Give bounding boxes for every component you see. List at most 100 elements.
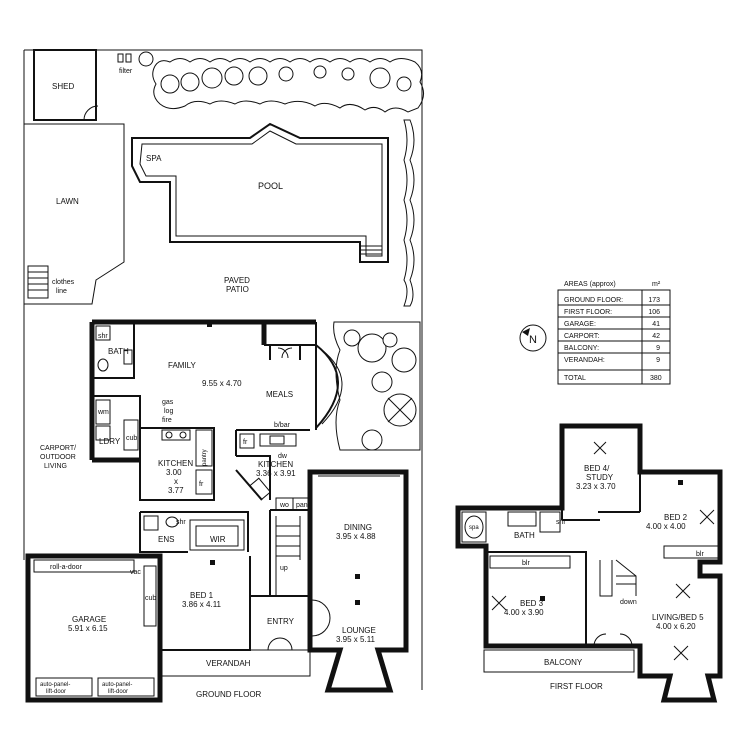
balcony-outline bbox=[483, 649, 635, 673]
shower-fixture bbox=[539, 511, 561, 533]
cub-label: cub bbox=[145, 595, 156, 602]
first-floor-title: FIRST FLOOR bbox=[550, 682, 603, 691]
wir-shelf bbox=[195, 525, 239, 547]
pantry-label: pantry bbox=[202, 449, 208, 466]
patio-door bbox=[269, 345, 301, 360]
clothes-line-strings bbox=[28, 271, 48, 291]
shed-label: SHED bbox=[52, 82, 74, 91]
gas-log-label: gas bbox=[162, 399, 174, 406]
areas-row-label: GROUND FLOOR: bbox=[564, 297, 623, 304]
clothes-line bbox=[27, 265, 49, 299]
auto-door-label: auto-panel- bbox=[40, 682, 70, 688]
auto-door-label: auto-panel- bbox=[102, 682, 132, 688]
spa-label: SPA bbox=[146, 154, 162, 163]
carport-label: LIVING bbox=[44, 463, 67, 470]
areas-row-value: 9 bbox=[656, 357, 660, 364]
shrub-icon bbox=[201, 67, 223, 89]
roll-a-door-label: roll-a-door bbox=[50, 564, 83, 571]
side-hedge bbox=[403, 119, 415, 307]
kitchen-bench bbox=[259, 433, 297, 447]
pool-steps bbox=[360, 245, 382, 255]
meals-label: MEALS bbox=[266, 390, 293, 399]
light-cross bbox=[593, 441, 607, 455]
areas-row-value: 106 bbox=[648, 309, 660, 316]
garden-bed bbox=[333, 321, 421, 451]
lounge-label: LOUNGE bbox=[342, 626, 376, 635]
areas-table bbox=[557, 289, 671, 385]
bed-4-label: BED 4/ bbox=[584, 464, 610, 473]
bed-3-robe bbox=[489, 555, 571, 569]
tree-icon bbox=[382, 332, 398, 348]
light-cross bbox=[491, 595, 507, 611]
pantry-cupboard bbox=[195, 429, 213, 467]
bath-wall bbox=[92, 322, 135, 379]
tree-icon bbox=[391, 347, 417, 373]
pool-label: POOL bbox=[258, 181, 283, 191]
areas-total-label: TOTAL bbox=[564, 375, 586, 382]
wo-label: wo bbox=[279, 502, 289, 509]
entry-wall bbox=[249, 595, 310, 612]
filter-box bbox=[125, 53, 132, 63]
garage-wall bbox=[25, 553, 163, 703]
patio-door-swing bbox=[277, 347, 293, 359]
roll-a-door bbox=[33, 559, 135, 573]
auto-door-label: lift-door bbox=[108, 689, 128, 695]
entry-door-swing bbox=[267, 637, 293, 651]
tree-cross bbox=[387, 397, 413, 423]
light-cross bbox=[673, 645, 689, 661]
shed-outline bbox=[33, 49, 97, 121]
ens-shr-label: shr bbox=[176, 519, 186, 526]
ground-floor-title: GROUND FLOOR bbox=[196, 690, 262, 699]
shrub-icon bbox=[248, 66, 268, 86]
laundry-cupboard bbox=[123, 419, 139, 451]
areas-row-label: FIRST FLOOR: bbox=[564, 309, 612, 316]
washing-machine bbox=[95, 399, 111, 425]
auto-door bbox=[35, 677, 93, 697]
kitchen-1-dim: 3.00 bbox=[166, 468, 182, 477]
carport-label: OUTDOOR bbox=[40, 454, 76, 461]
cooktop bbox=[161, 429, 191, 441]
gas-log-label: fire bbox=[162, 417, 172, 424]
lounge-dim: 3.95 x 5.11 bbox=[336, 635, 376, 644]
areas-row-value: 173 bbox=[648, 297, 660, 304]
north-label: N bbox=[529, 334, 537, 346]
pool-inner-edge bbox=[139, 130, 383, 257]
areas-row-value: 42 bbox=[652, 333, 660, 340]
ens-wir-wall bbox=[139, 511, 249, 553]
light-fitting bbox=[210, 560, 215, 565]
areas-row-label: CARPORT: bbox=[564, 333, 599, 340]
clothes-label: clothes bbox=[52, 279, 75, 286]
north-arrow-pointer bbox=[522, 328, 530, 336]
light-cross bbox=[675, 583, 691, 599]
fr-label: fr bbox=[199, 481, 204, 488]
tree-icon bbox=[361, 429, 383, 451]
patio-label: PATIO bbox=[226, 285, 249, 294]
light-fitting bbox=[355, 600, 360, 605]
auto-door-label: lift-door bbox=[46, 689, 66, 695]
areas-row-label: GARAGE: bbox=[564, 321, 596, 328]
dining-dim: 3.95 x 4.88 bbox=[336, 532, 376, 541]
spa-bath-inner bbox=[464, 515, 484, 539]
stairs bbox=[599, 559, 637, 597]
living-label: LIVING/BED 5 bbox=[652, 613, 704, 622]
bed-2-robe bbox=[663, 545, 721, 559]
ldry-label: LDRY bbox=[99, 437, 121, 446]
sink bbox=[269, 435, 285, 445]
shed-door-swing bbox=[83, 105, 99, 121]
lounge-door-swing bbox=[311, 599, 331, 637]
shr-label: shr bbox=[556, 519, 566, 526]
ens-label: ENS bbox=[158, 535, 174, 544]
bed-2-dim: 4.00 x 4.00 bbox=[646, 522, 686, 531]
bed-4-label: STUDY bbox=[586, 473, 614, 482]
kitchen-1-dim: x bbox=[174, 477, 178, 486]
spa-label: spa bbox=[469, 525, 479, 531]
bed-4-dim: 3.23 x 3.70 bbox=[576, 482, 616, 491]
shrub-icon bbox=[313, 65, 327, 79]
fridge-space bbox=[239, 433, 255, 449]
pan-label: pan bbox=[296, 502, 308, 509]
shrub-icon bbox=[341, 67, 355, 81]
blr-label: blr bbox=[522, 560, 530, 567]
kitchen-1-dim: 3.77 bbox=[168, 486, 184, 495]
light-fitting bbox=[355, 574, 360, 579]
gas-log-label: log bbox=[164, 408, 173, 415]
